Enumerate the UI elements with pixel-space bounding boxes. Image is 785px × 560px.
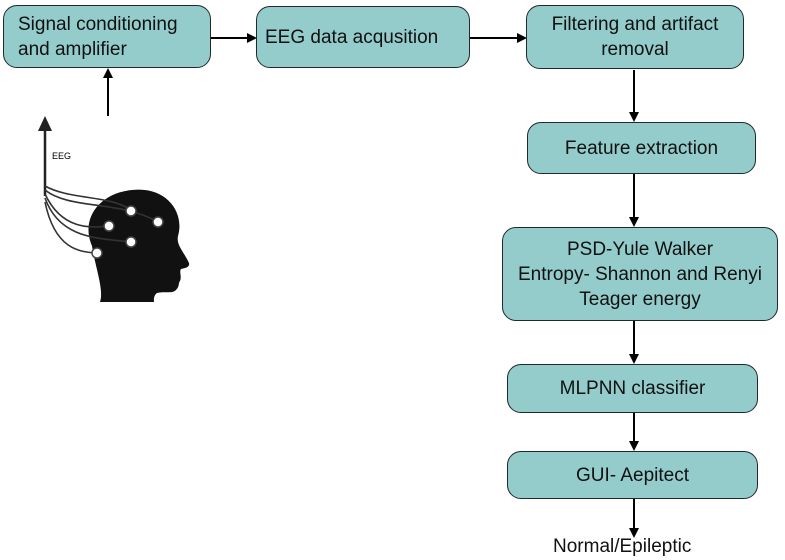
node-label: MLPNN classifier <box>559 378 706 399</box>
node-label: EEG data acqusition <box>265 26 439 48</box>
node-label: GUI- Aepitect <box>576 464 689 486</box>
mlpnn-classifier-node: MLPNN classifier <box>507 364 758 413</box>
output-label: Normal/Epileptic <box>553 536 692 557</box>
node-label: Entropy- Shannon and Renyi <box>518 263 762 285</box>
signal-conditioning-node: Signal conditioning and amplifier <box>3 5 211 68</box>
node-label: removal <box>601 39 669 60</box>
head-with-eeg-electrodes-icon: EEG <box>22 116 192 302</box>
gui-node: GUI- Aepitect <box>507 451 758 499</box>
eeg-label: EEG <box>52 151 71 161</box>
eeg-acquisition-node: EEG data acqusition <box>256 6 470 68</box>
node-label: and amplifier <box>18 38 127 60</box>
feature-methods-node: PSD-Yule Walker Entropy- Shannon and Ren… <box>502 227 778 321</box>
feature-extraction-node: Feature extraction <box>527 122 756 174</box>
node-label: Teager energy <box>579 288 701 310</box>
node-label: PSD-Yule Walker <box>566 238 714 260</box>
filtering-node: Filtering and artifact removal <box>526 5 744 69</box>
node-label: Signal conditioning <box>18 13 178 35</box>
node-label: Filtering and artifact <box>551 14 719 35</box>
node-label: Feature extraction <box>564 137 719 159</box>
